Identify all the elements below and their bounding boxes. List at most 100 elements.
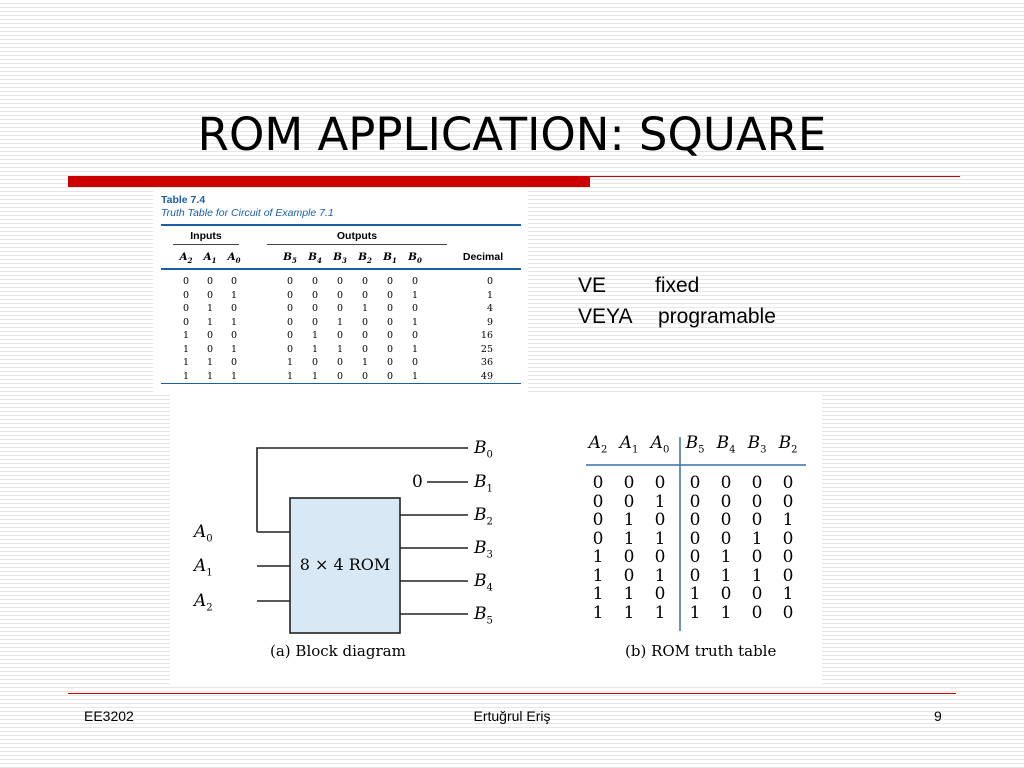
rom-table-cell: 0 bbox=[782, 602, 794, 623]
table-cell: 1 bbox=[230, 370, 238, 382]
table-cell: 0 bbox=[311, 289, 319, 301]
outputs-group-line bbox=[267, 244, 447, 245]
table-cell: 0 bbox=[336, 370, 344, 382]
table-cell: 0 bbox=[386, 343, 394, 355]
table-cell: 9 bbox=[486, 316, 493, 328]
table-cell: 0 bbox=[386, 303, 394, 314]
table-cell: 0 bbox=[486, 276, 493, 287]
table-cell: 0 bbox=[311, 303, 319, 314]
b5-label: B5 bbox=[474, 604, 493, 627]
rom-table-cell: 1 bbox=[689, 584, 701, 604]
table-cell: 49 bbox=[480, 370, 493, 382]
b1-label: B1 bbox=[474, 472, 493, 495]
table-cell: 0 bbox=[182, 316, 190, 328]
table-col-header: B4 bbox=[308, 251, 322, 266]
table-cell: 0 bbox=[361, 330, 369, 341]
rom-table-cell: 0 bbox=[623, 565, 635, 586]
table-cell: 0 bbox=[230, 303, 238, 314]
table-caption: Truth Table for Circuit of Example 7.1 bbox=[161, 207, 334, 219]
title-underline-thin bbox=[590, 176, 960, 177]
rom-table-cell: 0 bbox=[782, 565, 794, 586]
slide-title: ROM APPLICATION: SQUARE bbox=[197, 108, 827, 161]
b0-feedthrough-wire bbox=[256, 447, 468, 532]
rom-table-cell: 0 bbox=[654, 584, 666, 604]
rom-table-cell: 1 bbox=[689, 602, 701, 623]
b2-label: B2 bbox=[474, 505, 493, 528]
rom-table-cell: 0 bbox=[689, 491, 701, 512]
table-cell: 0 bbox=[411, 276, 419, 287]
table-cell: 0 bbox=[386, 276, 394, 287]
rom-table-cell: 1 bbox=[654, 602, 666, 623]
table-cell: 0 bbox=[286, 316, 294, 328]
rom-table-cell: 0 bbox=[592, 510, 604, 530]
table-cell: 16 bbox=[480, 330, 493, 341]
rom-table-cell: 0 bbox=[751, 473, 763, 493]
table-col-header: Decimal bbox=[462, 251, 504, 263]
footer-course: EE3202 bbox=[84, 708, 134, 724]
note-key-ve: VE bbox=[578, 274, 607, 297]
table-cell: 0 bbox=[361, 343, 369, 355]
table-cell: 0 bbox=[206, 343, 214, 355]
table-cell: 0 bbox=[286, 330, 294, 341]
table-cell: 0 bbox=[361, 316, 369, 328]
rom-table-cell: 0 bbox=[720, 491, 732, 512]
rom-table-cell: 1 bbox=[782, 510, 794, 530]
rom-table-cell: 0 bbox=[782, 547, 794, 567]
rom-table-cell: 0 bbox=[592, 528, 604, 549]
rom-table-cell: 0 bbox=[592, 473, 604, 493]
table-cell: 1 bbox=[311, 343, 319, 355]
table-cell: 1 bbox=[206, 316, 214, 328]
rom-table-cell: 1 bbox=[623, 510, 635, 530]
table-cell: 0 bbox=[336, 276, 344, 287]
a0-label: A0 bbox=[194, 522, 213, 545]
rom-table-cell: 1 bbox=[623, 584, 635, 604]
table-col-header: B5 bbox=[283, 251, 297, 266]
table-cell: 0 bbox=[336, 303, 344, 314]
table-cell: 1 bbox=[230, 316, 238, 328]
inputs-group-header: Inputs bbox=[190, 230, 222, 242]
rom-table-cell: 1 bbox=[720, 565, 732, 586]
table-cell: 1 bbox=[286, 357, 294, 368]
table-col-header: B2 bbox=[358, 251, 372, 266]
table-cell: 0 bbox=[411, 357, 419, 368]
table-cell: 1 bbox=[206, 303, 214, 314]
table-cell: 4 bbox=[486, 303, 493, 314]
rom-table-cell: 0 bbox=[623, 491, 635, 512]
table-cell: 1 bbox=[311, 330, 319, 341]
table-bottom-rule bbox=[161, 383, 521, 384]
table-cell: 1 bbox=[230, 289, 238, 301]
rom-table-cell: 0 bbox=[782, 473, 794, 493]
table-cell: 1 bbox=[182, 343, 190, 355]
rom-table-col-header: B5 bbox=[685, 433, 705, 456]
rom-table-col-header: A2 bbox=[588, 433, 608, 456]
note-value-fixed: fixed bbox=[655, 274, 700, 297]
rom-table-cell: 0 bbox=[654, 510, 666, 530]
table-cell: 0 bbox=[311, 316, 319, 328]
b3-label: B3 bbox=[474, 538, 493, 561]
rom-table-cell: 1 bbox=[654, 528, 666, 549]
outputs-group-header: Outputs bbox=[336, 230, 378, 242]
table-cell: 0 bbox=[361, 289, 369, 301]
table-col-header: B3 bbox=[333, 251, 347, 266]
table-cell: 0 bbox=[361, 276, 369, 287]
block-diagram-svg bbox=[256, 437, 806, 634]
a2-label: A2 bbox=[194, 591, 213, 614]
rom-table-cell: 0 bbox=[654, 547, 666, 567]
rom-table-cell: 0 bbox=[689, 510, 701, 530]
rom-figure: 8 × 4 ROM A0 A1 A2 0 B0 B1 B2 B3 B4 B5 (… bbox=[170, 395, 822, 685]
table-cell: 0 bbox=[336, 330, 344, 341]
inputs-group-line bbox=[173, 244, 239, 245]
table-cell: 0 bbox=[411, 303, 419, 314]
